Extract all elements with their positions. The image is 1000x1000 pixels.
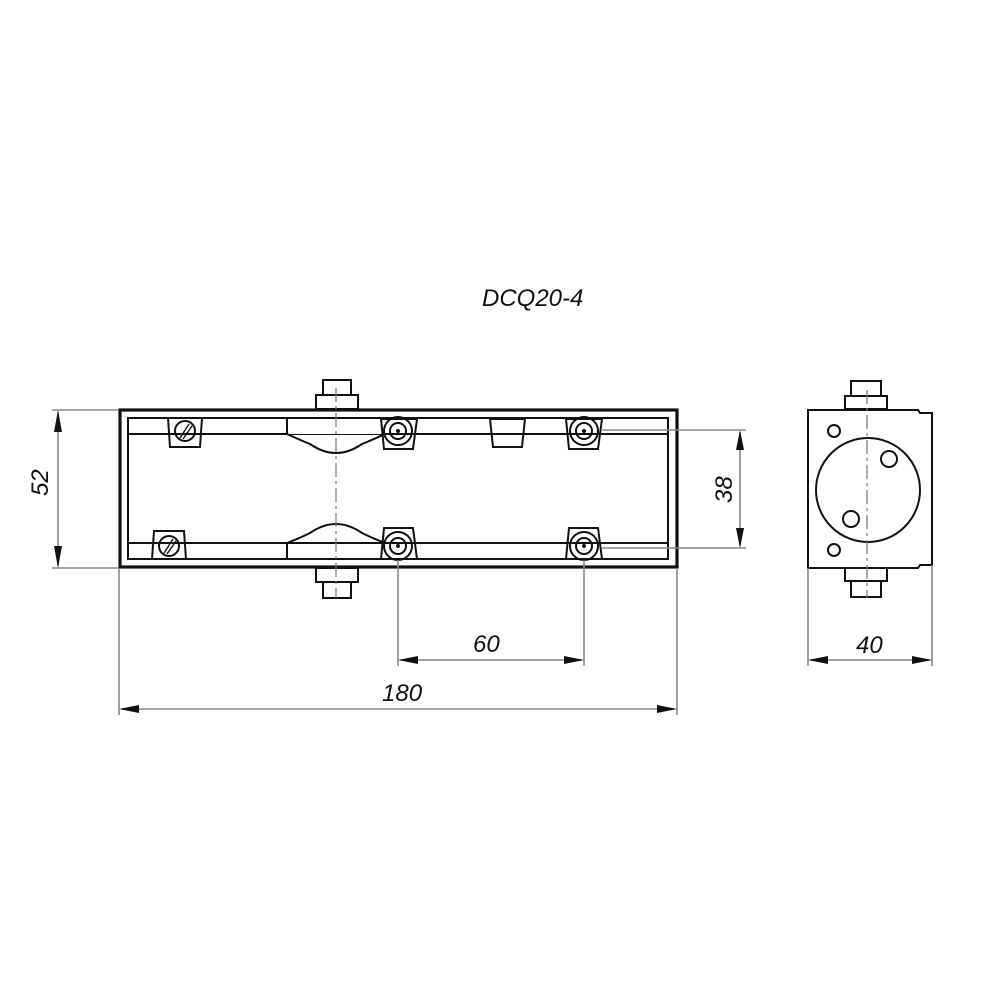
mount-nut-top-1 — [379, 416, 419, 450]
side-view — [807, 380, 933, 598]
piston-bore — [815, 437, 921, 543]
dimension-38: 38 — [602, 429, 746, 549]
mount-nut-bottom-2 — [564, 527, 604, 561]
model-title: DCQ20-4 — [482, 285, 583, 312]
dimension-60-label: 60 — [473, 631, 500, 658]
valve-tab — [488, 418, 527, 448]
bottom-bolt — [315, 567, 359, 599]
dimension-180-label: 180 — [382, 680, 423, 707]
screw-top-left — [166, 417, 204, 448]
dimension-40: 40 — [807, 565, 933, 666]
dimension-60: 60 — [397, 560, 585, 666]
dimension-40-label: 40 — [856, 632, 883, 659]
screw-bottom-left — [150, 530, 188, 560]
top-bolt — [315, 379, 359, 410]
dimension-180: 180 — [118, 568, 678, 715]
dimension-38-label: 38 — [711, 476, 738, 503]
mount-nut-top-2 — [564, 416, 604, 450]
dimension-52: 52 — [27, 409, 118, 569]
front-view — [118, 379, 679, 599]
dimension-52-label: 52 — [27, 469, 54, 496]
